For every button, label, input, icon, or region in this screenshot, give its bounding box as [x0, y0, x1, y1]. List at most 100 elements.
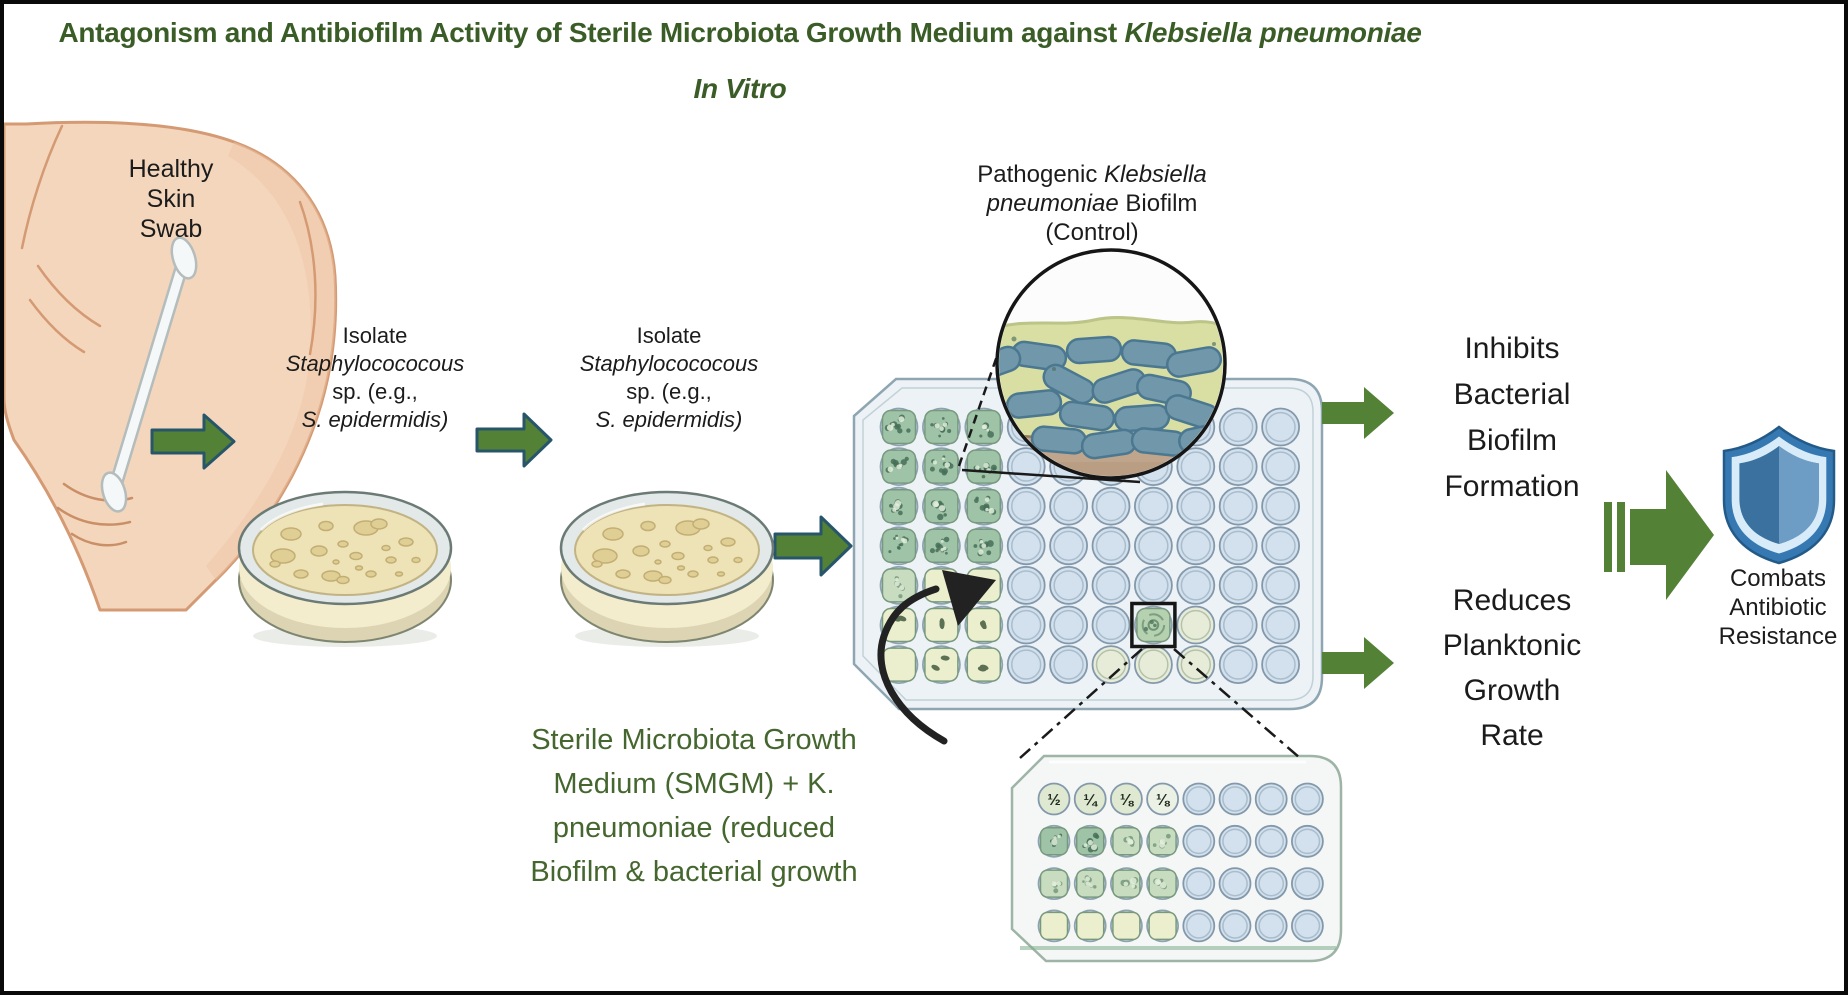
well — [1006, 526, 1046, 566]
well — [1254, 867, 1288, 900]
zoom-callout-line-left — [1019, 648, 1143, 759]
well — [964, 605, 1004, 645]
well — [1176, 526, 1216, 566]
isolate-line3: sp. (e.g., — [626, 379, 712, 404]
well — [1006, 605, 1046, 645]
well — [1261, 486, 1301, 526]
well — [1109, 909, 1143, 943]
biofilm-surface-edge — [999, 316, 1223, 334]
well — [922, 486, 961, 526]
flow-arrow-1 — [150, 413, 236, 470]
smgm-line: Biofilm & bacterial growth — [530, 856, 858, 888]
well — [1261, 526, 1301, 566]
shield-icon — [1722, 425, 1836, 565]
well — [1261, 565, 1301, 605]
well-highlight-square — [1130, 601, 1177, 649]
petri-dish-2 — [559, 490, 775, 647]
smgm-curved-arrow — [877, 570, 996, 745]
well — [1073, 909, 1107, 943]
healthy-skin-swab-label: Healthy Skin Swab — [92, 154, 250, 244]
arrow-right-icon — [475, 412, 553, 468]
figure-title-block: Antagonism and Antibiofilm Activity of S… — [16, 16, 1464, 106]
well: ½ — [1037, 782, 1071, 816]
isolate-species: Staphylocococous — [579, 351, 759, 376]
shield-caption-line: Combats — [1729, 565, 1827, 592]
shield-caption-line: Antibiotic — [1729, 594, 1827, 621]
pathogen-line1: Pathogenic Klebsiella — [939, 160, 1245, 189]
arrow-right-icon — [773, 515, 853, 577]
pathogen-line2: pneumoniae Biofilm — [939, 189, 1245, 218]
well — [1261, 645, 1301, 685]
well — [1261, 447, 1301, 487]
well — [1254, 909, 1288, 943]
well — [1218, 407, 1258, 447]
well — [1218, 526, 1258, 566]
swab-label-line3: Swab — [139, 215, 203, 243]
flow-arrow-3 — [773, 515, 853, 577]
bacterium-rod — [1042, 363, 1096, 405]
well — [1091, 486, 1131, 526]
well — [1109, 867, 1143, 900]
arrow-right-icon — [1322, 387, 1394, 439]
well — [879, 565, 919, 605]
well — [1091, 645, 1131, 685]
well — [1176, 447, 1216, 487]
well — [1176, 605, 1216, 645]
bacteria-rods — [999, 335, 1223, 460]
figure-title-line1: Antagonism and Antibiofilm Activity of S… — [16, 16, 1464, 50]
well — [1109, 824, 1143, 858]
swab-tip-bottom — [100, 471, 128, 513]
smgm-line: Medium (SMGM) + K. — [553, 768, 835, 800]
well — [1290, 909, 1324, 943]
outcome-line: Formation — [1444, 470, 1580, 503]
well — [1176, 645, 1216, 685]
well — [879, 447, 919, 487]
well — [1037, 824, 1071, 858]
well — [1133, 605, 1173, 645]
well — [1182, 782, 1216, 816]
smgm-line: pneumoniae (reduced — [552, 812, 836, 844]
svg-text:⅛: ⅛ — [1120, 792, 1135, 809]
well — [922, 407, 961, 447]
outcome-reduces-planktonic: Reduces Planktonic Growth Rate — [1416, 578, 1608, 758]
well — [1049, 565, 1089, 605]
well — [1049, 605, 1089, 645]
title-italic-species: Klebsiella pneumoniae — [1124, 17, 1422, 48]
well — [1218, 909, 1252, 943]
well — [879, 486, 919, 526]
well — [1006, 486, 1046, 526]
outcome-line: Bacterial — [1453, 378, 1571, 411]
well — [1176, 565, 1216, 605]
well — [922, 447, 961, 487]
isolate-line1: Isolate — [636, 323, 702, 348]
pathogen-species: pneumoniae — [986, 190, 1119, 217]
magnifier-ring — [995, 248, 1227, 480]
smgm-line: Sterile Microbiota Growth — [531, 724, 857, 756]
well — [1218, 486, 1258, 526]
well — [1091, 526, 1131, 566]
biofilm-magnifier — [995, 248, 1227, 480]
well — [1218, 605, 1258, 645]
outcome-arrow-2 — [1322, 637, 1394, 689]
well — [1290, 782, 1324, 816]
outcome-line: Biofilm — [1466, 424, 1557, 457]
title-invitro: In Vitro — [693, 73, 787, 104]
main-plate-well-grid — [879, 407, 1301, 685]
well — [879, 526, 919, 566]
pathogen-control: (Control) — [1045, 219, 1139, 246]
arrow-right-icon — [1322, 637, 1394, 689]
bacterium-rod — [1005, 389, 1063, 419]
biofilm-specks — [1011, 336, 1216, 371]
bacterial-colonies — [591, 518, 743, 585]
well — [1133, 565, 1173, 605]
well — [964, 486, 1004, 526]
well — [1218, 447, 1258, 487]
arm-swab-illustration — [4, 120, 338, 612]
well — [1091, 605, 1131, 645]
well — [1218, 645, 1258, 685]
well — [1218, 824, 1252, 858]
rim-highlight — [259, 502, 324, 532]
well — [1133, 526, 1173, 566]
well — [1261, 407, 1301, 447]
